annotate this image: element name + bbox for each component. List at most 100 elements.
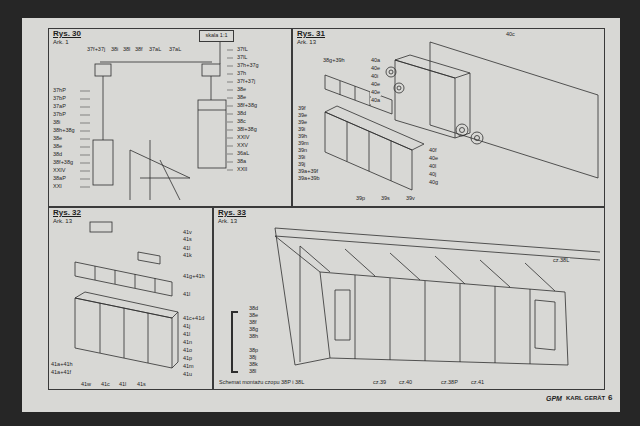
part-callout: 38h+38g <box>52 128 76 134</box>
part-callout: 40a <box>370 58 381 64</box>
part-callout: 41m <box>182 364 195 370</box>
line-art-stroke <box>397 86 401 90</box>
panel-heading: Rys. 30Ark. 1 <box>51 30 83 45</box>
part-callout: XXIV <box>52 168 67 174</box>
line-art-stroke <box>75 298 172 368</box>
part-callout: 41a+41f <box>50 370 72 376</box>
part-callout: cz.38P <box>440 380 459 386</box>
line-art-stroke <box>395 60 455 138</box>
part-callout: 41u <box>182 372 193 378</box>
part-callout: 41l <box>118 382 127 388</box>
part-callout: 39v <box>405 196 416 202</box>
part-callout: 38a <box>236 159 247 165</box>
scale-box: skala 1:1 <box>199 30 234 42</box>
part-callout: 38e <box>236 95 247 101</box>
part-callout: 41v <box>182 230 193 236</box>
part-callout: 40e <box>370 82 381 88</box>
line-art-stroke <box>140 178 190 179</box>
part-callout: 39m <box>297 141 310 147</box>
part-callout: 40e <box>428 156 439 162</box>
line-art-stroke <box>227 50 233 170</box>
line-art-stroke <box>535 300 555 350</box>
part-callout: 40f <box>428 148 438 154</box>
part-callout: 39i <box>297 155 306 161</box>
figure-number: Rys. 32 <box>51 209 83 218</box>
panel-heading: Rys. 32Ark. 13 <box>51 209 83 224</box>
part-callout: 39a+39b <box>297 176 321 182</box>
sheet-number: Ark. 13 <box>295 39 327 46</box>
part-callout: 38d <box>248 306 259 312</box>
line-art-stroke <box>470 73 471 133</box>
rys30-art <box>80 39 233 200</box>
line-art-stroke <box>90 222 112 232</box>
part-callout: 39a+39f <box>297 169 319 175</box>
part-callout: 37hP <box>52 88 67 94</box>
part-callout: 40g <box>428 180 439 186</box>
part-callout: 39e <box>297 120 308 126</box>
part-callout: 39j <box>297 162 306 168</box>
part-callout: 37bP <box>52 112 67 118</box>
part-callout: 41c <box>100 382 111 388</box>
part-callout: 41p <box>182 356 193 362</box>
line-art-stroke <box>172 362 178 368</box>
part-callout: 38f <box>134 47 144 53</box>
part-callout: 37fL <box>236 47 249 53</box>
part-callout: 41o <box>182 348 193 354</box>
part-callout: 38e <box>52 144 63 150</box>
part-callout: 40e <box>370 66 381 72</box>
publisher-logo: GPM <box>545 395 563 402</box>
part-callout: cz.39 <box>372 380 387 386</box>
part-callout: 38g+39h <box>322 58 346 64</box>
part-callout: 37f+37j <box>86 47 106 53</box>
line-art-stroke <box>335 290 350 340</box>
line-art-stroke <box>75 262 172 296</box>
part-callout: 38i <box>52 120 61 126</box>
part-callout: 41w <box>80 382 92 388</box>
line-art-stroke <box>160 160 180 200</box>
part-callout: 38g <box>248 327 259 333</box>
part-callout: 38f+38g <box>52 160 74 166</box>
line-art-stroke <box>325 106 424 150</box>
part-callout: 37aL <box>168 47 182 53</box>
part-callout: 41s <box>136 382 147 388</box>
line-art-stroke <box>95 64 111 76</box>
part-callout: 39p <box>355 196 366 202</box>
part-callout: 38e <box>52 136 63 142</box>
line-art-stroke <box>178 312 179 362</box>
rys31-art <box>325 42 598 190</box>
line-art-stroke <box>198 100 226 168</box>
part-callout: 41l <box>182 246 191 252</box>
rys32-art <box>75 222 178 368</box>
part-callout: 41j <box>182 324 191 330</box>
line-art-stroke <box>211 76 212 100</box>
part-callout: 41g+41h <box>182 274 206 280</box>
panel-heading: Rys. 31Ark. 13 <box>295 30 327 45</box>
part-callout: 38aP <box>52 176 67 182</box>
line-art-stroke <box>130 150 131 200</box>
sheet-number: Ark. 13 <box>216 218 248 225</box>
line-art-stroke <box>75 292 178 318</box>
part-callout: 40e <box>370 90 381 96</box>
line-art-stroke <box>130 150 190 178</box>
line-art-stroke <box>394 83 404 93</box>
part-callout: 38e <box>248 313 259 319</box>
line-art-stroke <box>150 140 151 200</box>
part-callout: 38j <box>248 355 257 361</box>
line-art-stroke <box>347 122 391 181</box>
part-callout: 38h <box>248 334 259 340</box>
line-art-stroke <box>325 112 412 190</box>
part-callout: 41n <box>182 340 193 346</box>
figure-panel: Rys. 31Ark. 13 <box>292 28 605 207</box>
part-callout: XXI <box>52 184 63 190</box>
part-callout: 40j <box>428 172 437 178</box>
diagram-caption: Schemat montażu czopu 38P i 38L <box>218 380 305 386</box>
line-art-stroke <box>80 91 90 187</box>
part-callout: 41l <box>182 332 191 338</box>
part-callout: 41c+41d <box>182 316 205 322</box>
part-callout: 38e <box>236 87 247 93</box>
part-callout: 37f+37j <box>236 79 256 85</box>
part-callout: 40a <box>370 98 381 104</box>
part-callout: 38l <box>122 47 131 53</box>
part-callout: 37bP <box>52 96 67 102</box>
